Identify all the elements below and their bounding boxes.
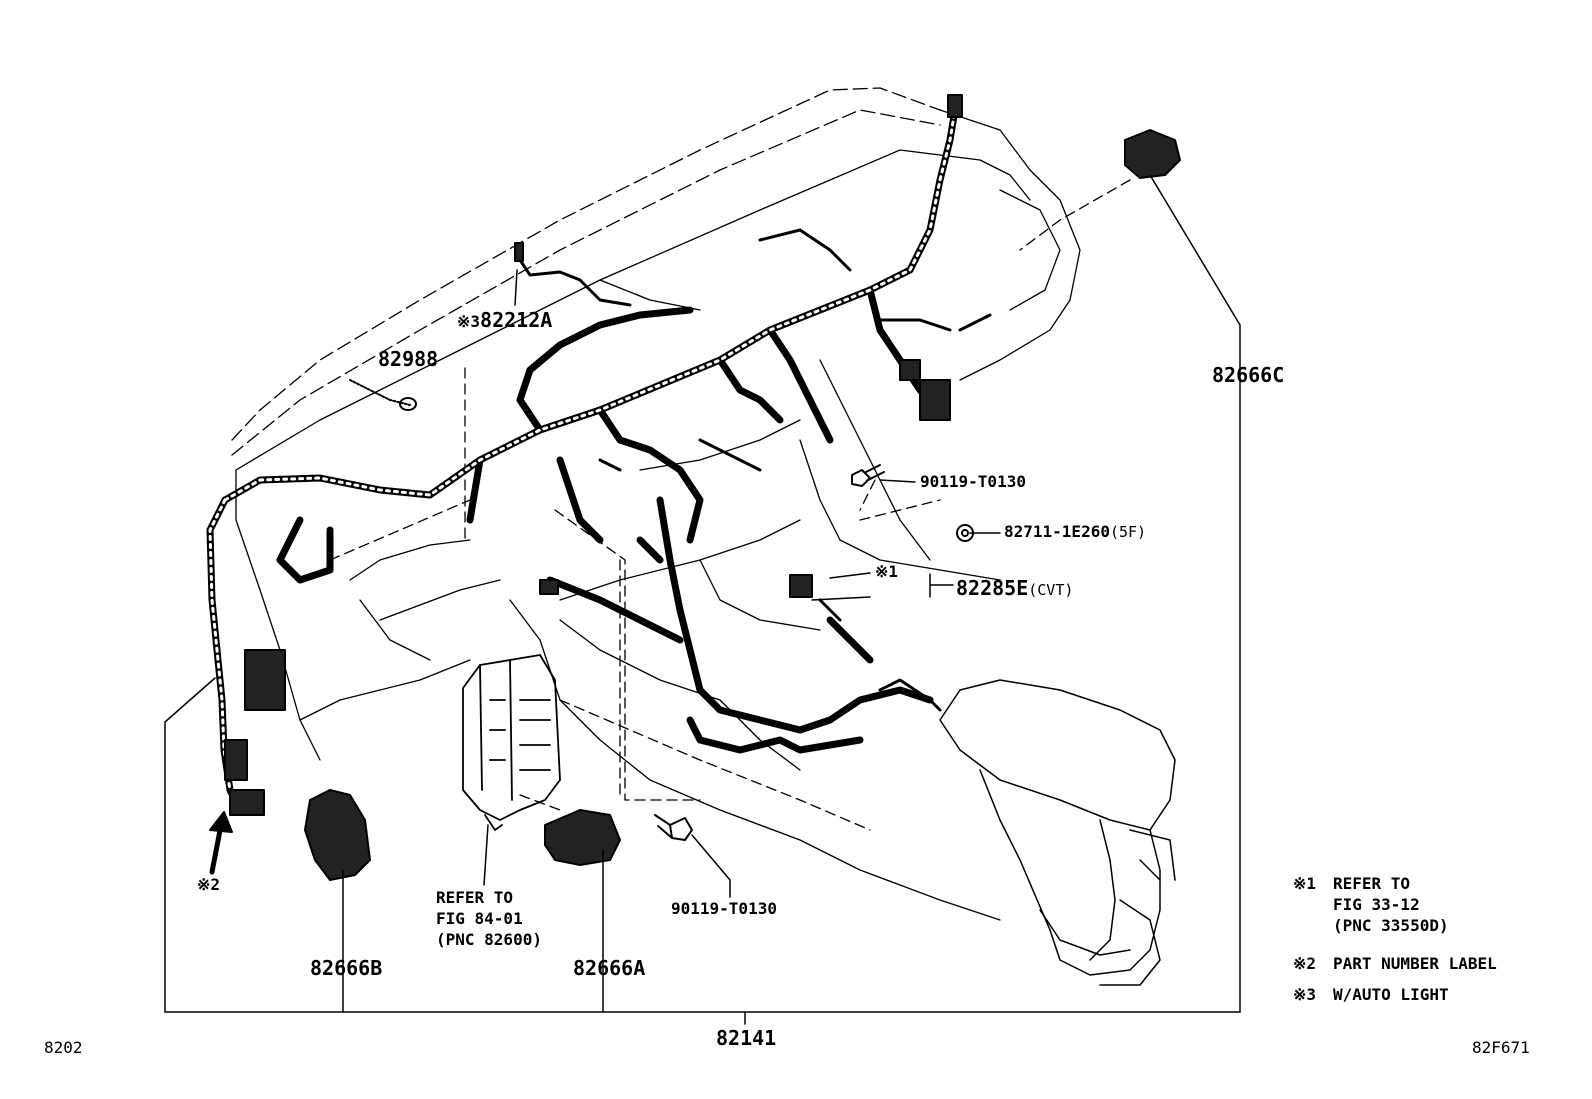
part-number-82711: 82711-1E260 — [1004, 522, 1110, 541]
part-number-82988[interactable]: 82988 — [378, 347, 439, 371]
part-suffix-5f: (5F) — [1109, 523, 1147, 541]
refer-fig-84-01[interactable]: REFER TO FIG 84-01 (PNC 82600) — [436, 887, 542, 950]
bolt-upper-icon — [851, 464, 885, 487]
note-mark-3: ※3 — [457, 312, 481, 331]
label-82988-icon — [349, 379, 417, 411]
wire-harness — [206, 106, 959, 814]
instrument-panel-outline — [231, 87, 1081, 921]
part-suffix-cvt: (CVT) — [1028, 581, 1074, 599]
callout-82212A[interactable]: ※382212A — [457, 310, 552, 330]
part-number-82212A: 82212A — [480, 308, 553, 332]
part-number-82666B[interactable]: 82666B — [310, 956, 383, 980]
arrow-icon — [209, 811, 233, 875]
refer-line-3: (PNC 82600) — [436, 930, 542, 949]
figure-code-left: 8202 — [44, 1038, 83, 1057]
note-mark-1-callout: ※1 — [875, 562, 899, 581]
note-2-text: PART NUMBER LABEL — [1333, 954, 1497, 973]
note-2-mark: ※2 — [1293, 954, 1317, 973]
note-3-text: W/AUTO LIGHT — [1333, 985, 1449, 1004]
note-2: ※2 — [1293, 953, 1316, 974]
connector-upper-harness-icon — [224, 94, 963, 816]
part-number-90119-upper[interactable]: 90119-T0130 — [920, 472, 1026, 491]
connector-82666C-icon — [1124, 129, 1181, 179]
connector-82666A-icon — [544, 809, 621, 866]
note-1: ※1 — [1293, 873, 1316, 894]
center-console-outline — [939, 679, 1176, 986]
note-1-line-2: FIG 33-12 — [1333, 895, 1420, 914]
note-1-line-1: REFER TO — [1333, 874, 1411, 893]
note-3-mark: ※3 — [1293, 985, 1317, 1004]
part-number-90119-lower[interactable]: 90119-T0130 — [671, 899, 777, 918]
note-mark-2-callout: ※2 — [197, 875, 221, 894]
phantom-leaders — [329, 179, 1131, 831]
callout-82285E[interactable]: 82285E(CVT) — [956, 578, 1073, 598]
callout-leaders — [164, 174, 1241, 1025]
branch-wires — [518, 228, 992, 712]
junction-block-icon — [462, 654, 561, 831]
connector-82666B-icon — [304, 789, 371, 881]
note-3: ※3 — [1293, 984, 1316, 1005]
callout-82711[interactable]: 82711-1E260(5F) — [1004, 524, 1146, 540]
bolt-lower-icon — [654, 814, 693, 841]
part-number-82285E: 82285E — [956, 576, 1029, 600]
figure-code-right: 82F671 — [1472, 1038, 1530, 1057]
note-1-line-3: (PNC 33550D) — [1333, 916, 1449, 935]
note-1-text: REFER TO FIG 33-12 (PNC 33550D) — [1333, 873, 1449, 936]
refer-line-1: REFER TO — [436, 888, 514, 907]
part-number-82141[interactable]: 82141 — [716, 1026, 777, 1050]
part-number-82666A[interactable]: 82666A — [573, 956, 646, 980]
refer-line-2: FIG 84-01 — [436, 909, 523, 928]
part-number-82666C[interactable]: 82666C — [1212, 363, 1285, 387]
note-1-mark: ※1 — [1293, 874, 1317, 893]
harness-highlight — [208, 108, 957, 812]
